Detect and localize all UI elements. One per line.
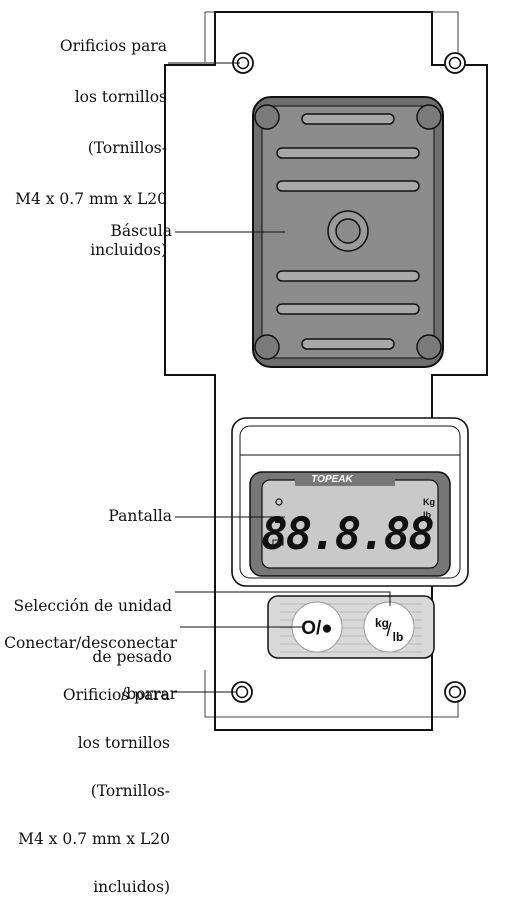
units-button[interactable]: [363, 601, 415, 653]
top-guide-line: [204, 11, 459, 62]
label-line: incluidos): [93, 878, 170, 896]
label-line: (Tornillos-: [90, 782, 170, 800]
label-line: de pesado: [92, 648, 172, 666]
screw-hole-bottom-right: [444, 681, 466, 703]
lcd-digits: 88.8.88: [261, 509, 433, 560]
label-screw-holes-top: Orificios para los tornillos (Tornillos-…: [15, 4, 167, 276]
label-line: Orificios para: [59, 37, 167, 55]
label-line: los tornillos: [74, 88, 167, 106]
scale-diagram: TOPEAK 88.8.88 Kg lb O/● kg / lb: [164, 11, 488, 731]
lcd-battery-icon: [272, 539, 284, 546]
label-line: Conectar/desconectar: [4, 634, 177, 652]
units-button-kg: kg: [375, 616, 389, 630]
lcd-unit-kg: Kg: [423, 497, 435, 507]
leader-unit-select: [175, 591, 391, 606]
lcd-indicator-circle: [275, 498, 283, 506]
brand-logo: TOPEAK: [311, 474, 353, 485]
bottom-guide-line: [204, 670, 459, 718]
label-line: Selección de unidad: [13, 597, 172, 615]
power-button-label: O/●: [301, 618, 333, 639]
units-button-slash: /: [386, 620, 391, 640]
label-line: Orificios para: [62, 686, 170, 704]
screw-hole-top-right: [444, 52, 466, 74]
label-display: Pantalla: [108, 507, 172, 525]
label-line: M4 x 0.7 mm x L20: [18, 830, 170, 848]
units-button-lb: lb: [393, 630, 404, 644]
label-screw-holes-bottom: Orificios para los tornillos (Tornillos-…: [18, 655, 170, 911]
scale-platform: [252, 96, 444, 368]
lcd-indicator-bar: [275, 520, 283, 523]
label-line: (Tornillos-: [87, 139, 167, 157]
label-line: /borrar: [121, 685, 177, 703]
label-line: los tornillos: [77, 734, 170, 752]
label-unit-select: Selección de unidad de pesado: [13, 564, 172, 683]
display-housing: [231, 417, 469, 587]
lcd-unit-lb: lb: [423, 510, 432, 520]
label-scale: Báscula: [110, 222, 172, 240]
label-line: incluidos): [90, 241, 167, 259]
label-line: M4 x 0.7 mm x L20: [15, 190, 167, 208]
label-power: Conectar/desconectar /borrar: [4, 601, 177, 720]
